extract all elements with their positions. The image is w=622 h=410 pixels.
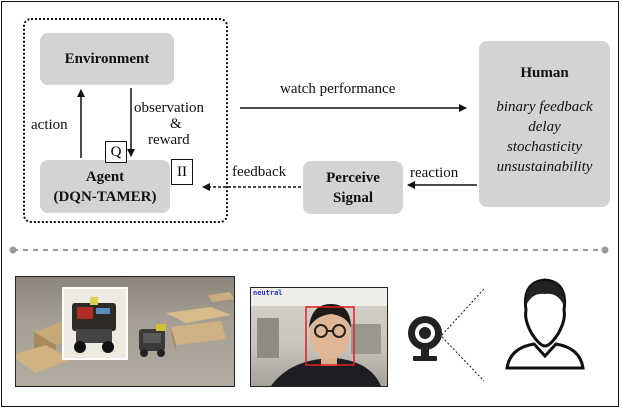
action-label: action	[31, 117, 68, 133]
agent-sublabel: (DQN-TAMER)	[53, 188, 157, 205]
perceive-signal-box: Perceive Signal	[303, 161, 403, 214]
emotion-label: neutral	[253, 289, 283, 297]
q-tag-label: Q	[110, 143, 122, 160]
reward-label: reward	[148, 132, 190, 148]
robot-scene	[16, 287, 234, 373]
human-trait-2: delay	[528, 119, 561, 135]
human-trait-3: stochasticity	[507, 139, 582, 155]
perceive-label-2: Signal	[332, 189, 374, 206]
environment-box: Environment	[40, 33, 174, 85]
human-trait-4: unsustainability	[496, 159, 593, 175]
face-photo: neutral	[250, 287, 388, 387]
feedback-label: feedback	[232, 164, 287, 180]
divider-end-left	[9, 246, 17, 254]
environment-label: Environment	[64, 51, 150, 67]
agent-env-container	[23, 18, 228, 223]
camera-view-lines	[441, 288, 485, 382]
robot-photo	[15, 276, 235, 387]
agent-box: Agent (DQN-TAMER)	[40, 160, 170, 213]
face-scene	[251, 288, 387, 386]
reaction-label: reaction	[410, 165, 459, 181]
divider-end-right	[601, 246, 609, 254]
human-trait-1: binary feedback	[496, 99, 593, 115]
human-label: Human	[520, 65, 569, 81]
and-label: &	[170, 116, 182, 132]
webcam-icon	[408, 316, 442, 361]
perceive-label-1: Perceive	[326, 169, 380, 186]
ii-tag-label: II	[177, 163, 187, 180]
watch-performance-label: watch performance	[280, 81, 396, 97]
observation-label: observation	[134, 100, 204, 116]
q-tag: Q	[105, 141, 127, 163]
human-box: Human binary feedback delay stochasticit…	[479, 41, 610, 207]
ii-tag: II	[171, 159, 193, 185]
agent-label: Agent	[85, 168, 125, 185]
person-icon	[505, 278, 585, 370]
face-detection-box	[305, 306, 355, 366]
